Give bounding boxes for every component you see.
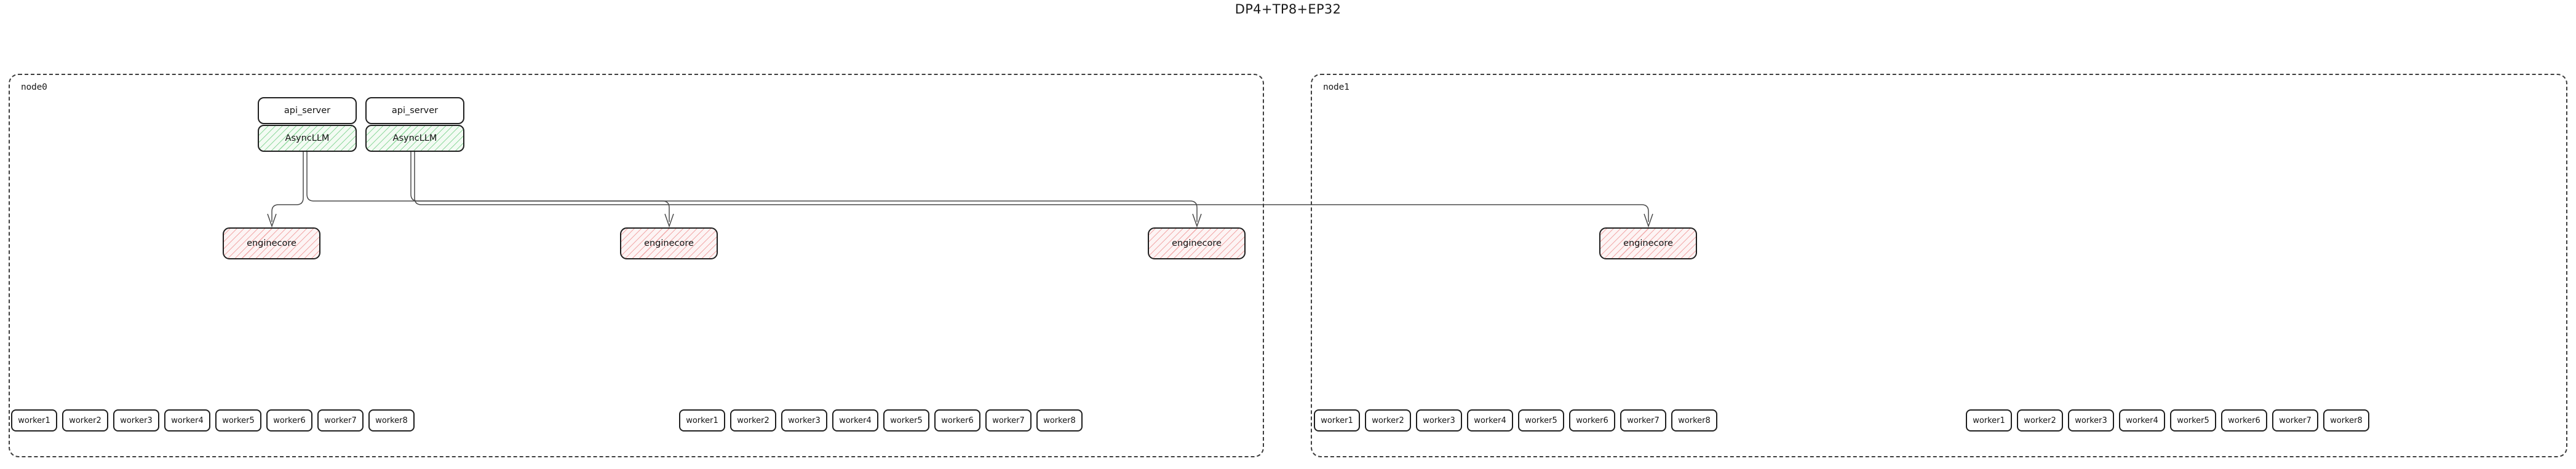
worker-box[interactable]: worker7 <box>1620 409 1666 432</box>
worker-label: worker3 <box>2075 416 2107 425</box>
worker-label: worker2 <box>737 416 769 425</box>
worker-label: worker4 <box>171 416 204 425</box>
node-cluster-node0: node0 <box>9 74 1264 457</box>
worker-box[interactable]: worker8 <box>368 409 415 432</box>
worker-box[interactable]: worker6 <box>2221 409 2267 432</box>
api-server-box[interactable]: api_server <box>258 97 357 124</box>
worker-box[interactable]: worker1 <box>1966 409 2012 432</box>
worker-box[interactable]: worker2 <box>62 409 108 432</box>
worker-box[interactable]: worker1 <box>679 409 725 432</box>
node-cluster-label: node0 <box>21 82 47 92</box>
worker-label: worker5 <box>890 416 923 425</box>
worker-label: worker7 <box>992 416 1025 425</box>
enginecore-label: enginecore <box>1172 238 1222 248</box>
async-llm-box[interactable]: AsyncLLM <box>365 125 464 152</box>
worker-box[interactable]: worker8 <box>1036 409 1083 432</box>
worker-box[interactable]: worker4 <box>164 409 210 432</box>
worker-box[interactable]: worker2 <box>1365 409 1411 432</box>
worker-label: worker6 <box>2228 416 2260 425</box>
worker-label: worker3 <box>788 416 821 425</box>
enginecore-label: enginecore <box>644 238 694 248</box>
worker-label: worker8 <box>1043 416 1076 425</box>
worker-label: worker1 <box>686 416 718 425</box>
enginecore-box[interactable]: enginecore <box>1599 227 1697 259</box>
enginecore-label: enginecore <box>1623 238 1673 248</box>
worker-box[interactable]: worker4 <box>832 409 878 432</box>
worker-label: worker6 <box>1576 416 1608 425</box>
worker-box[interactable]: worker1 <box>11 409 57 432</box>
async-llm-box[interactable]: AsyncLLM <box>258 125 357 152</box>
worker-box[interactable]: worker2 <box>730 409 776 432</box>
page-title: DP4+TP8+EP32 <box>1234 2 1342 17</box>
worker-box[interactable]: worker5 <box>2170 409 2216 432</box>
api-server-label: api_server <box>284 105 331 116</box>
worker-label: worker1 <box>1321 416 1353 425</box>
worker-box[interactable]: worker5 <box>215 409 261 432</box>
worker-box[interactable]: worker3 <box>781 409 827 432</box>
worker-label: worker6 <box>941 416 974 425</box>
worker-label: worker5 <box>2177 416 2209 425</box>
enginecore-label: enginecore <box>247 238 296 248</box>
worker-box[interactable]: worker5 <box>883 409 929 432</box>
enginecore-box[interactable]: enginecore <box>223 227 320 259</box>
worker-box[interactable]: worker4 <box>2119 409 2165 432</box>
worker-label: worker2 <box>69 416 101 425</box>
worker-box[interactable]: worker6 <box>934 409 980 432</box>
worker-box[interactable]: worker6 <box>266 409 312 432</box>
api-server-label: api_server <box>391 105 439 116</box>
worker-label: worker2 <box>2024 416 2056 425</box>
worker-label: worker8 <box>375 416 408 425</box>
worker-label: worker8 <box>2330 416 2363 425</box>
worker-label: worker8 <box>1678 416 1711 425</box>
worker-box[interactable]: worker1 <box>1314 409 1360 432</box>
worker-label: worker1 <box>18 416 50 425</box>
async-llm-label: AsyncLLM <box>392 133 437 143</box>
worker-label: worker7 <box>324 416 357 425</box>
enginecore-box[interactable]: enginecore <box>620 227 718 259</box>
worker-box[interactable]: worker7 <box>2272 409 2318 432</box>
worker-label: worker1 <box>1973 416 2005 425</box>
worker-box[interactable]: worker5 <box>1518 409 1564 432</box>
worker-label: worker5 <box>222 416 255 425</box>
worker-label: worker5 <box>1525 416 1557 425</box>
worker-label: worker4 <box>839 416 872 425</box>
worker-label: worker4 <box>2126 416 2158 425</box>
worker-label: worker7 <box>1627 416 1660 425</box>
worker-label: worker3 <box>1423 416 1455 425</box>
worker-box[interactable]: worker3 <box>113 409 159 432</box>
worker-box[interactable]: worker4 <box>1467 409 1513 432</box>
worker-box[interactable]: worker6 <box>1569 409 1615 432</box>
async-llm-label: AsyncLLM <box>285 133 330 143</box>
node-cluster-node1: node1 <box>1311 74 2567 457</box>
worker-box[interactable]: worker3 <box>1416 409 1462 432</box>
worker-box[interactable]: worker7 <box>985 409 1032 432</box>
worker-box[interactable]: worker7 <box>317 409 364 432</box>
worker-box[interactable]: worker8 <box>1671 409 1717 432</box>
api-server-box[interactable]: api_server <box>365 97 464 124</box>
worker-label: worker4 <box>1474 416 1506 425</box>
worker-box[interactable]: worker3 <box>2068 409 2114 432</box>
worker-box[interactable]: worker8 <box>2323 409 2369 432</box>
worker-label: worker7 <box>2279 416 2312 425</box>
worker-label: worker6 <box>273 416 306 425</box>
node-cluster-label: node1 <box>1323 82 1350 92</box>
worker-label: worker3 <box>120 416 153 425</box>
worker-label: worker2 <box>1372 416 1404 425</box>
enginecore-box[interactable]: enginecore <box>1148 227 1246 259</box>
worker-box[interactable]: worker2 <box>2017 409 2063 432</box>
